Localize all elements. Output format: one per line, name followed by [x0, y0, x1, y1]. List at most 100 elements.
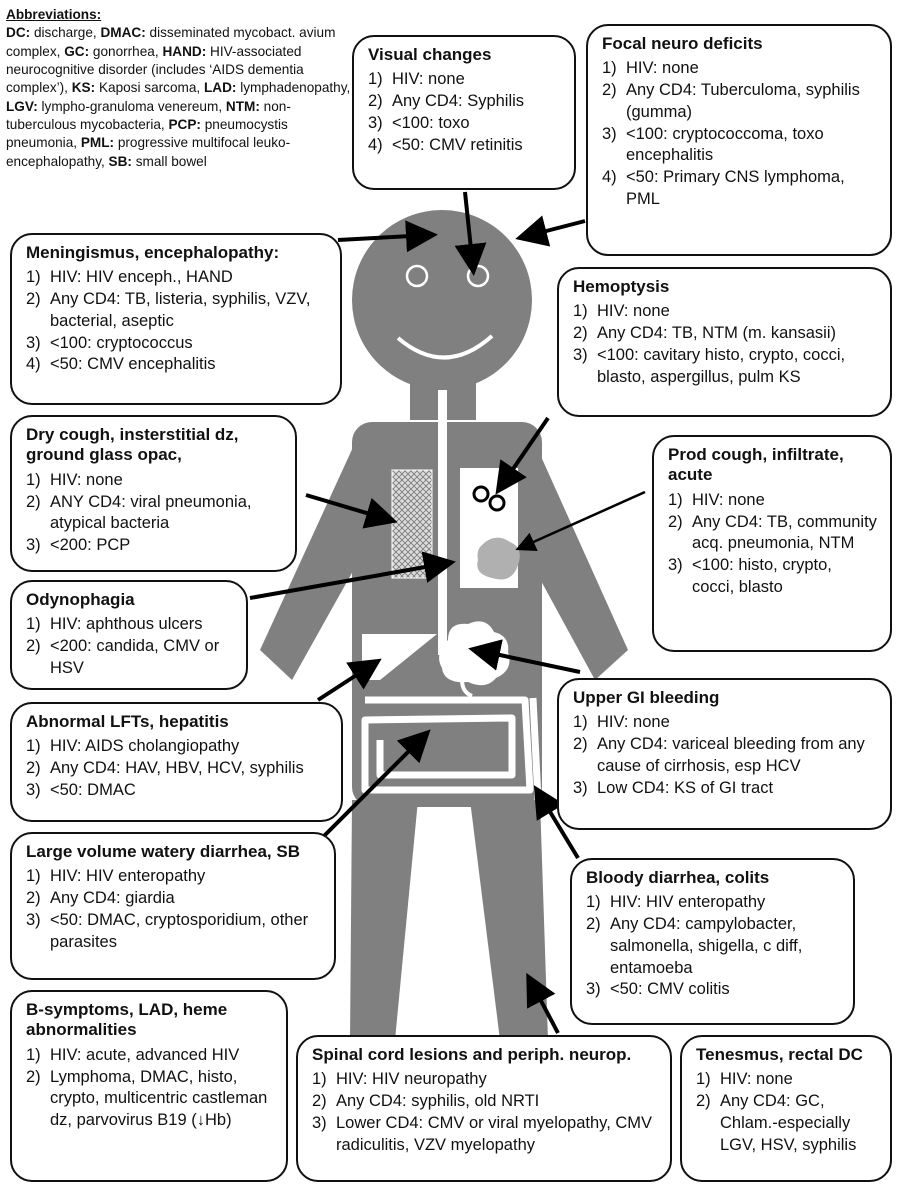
box-title: Prod cough, infiltrate, acute — [668, 445, 844, 485]
box-item: 4)<50: CMV retinitis — [368, 135, 523, 154]
abbr-def: discharge, — [33, 25, 97, 41]
box-upper-gi: Upper GI bleeding 1)HIV: none 2)Any CD4:… — [557, 678, 892, 830]
box-title: Abnormal LFTs, hepatitis — [26, 712, 229, 731]
abbr-def: Kaposi sarcoma, — [98, 80, 201, 96]
arrow-upper-gi — [468, 639, 581, 674]
abbreviations-text: DC: discharge, DMAC: disseminated mycoba… — [6, 24, 358, 171]
left-leg — [350, 800, 418, 1040]
box-item: 2)ANY CD4: viral pneumonia, atypical bac… — [26, 492, 252, 533]
cavity-1 — [472, 485, 490, 503]
box-bloody-diarrhea: Bloody diarrhea, colits 1)HIV: HIV enter… — [570, 858, 855, 1025]
box-item: 1)HIV: HIV enceph., HAND — [26, 268, 233, 287]
abbr-def: small bowel — [135, 153, 207, 169]
box-tenesmus: Tenesmus, rectal DC 1)HIV: none 2)Any CD… — [680, 1035, 892, 1182]
arrow-visual — [454, 191, 487, 276]
arrow-spinal-cord — [526, 972, 560, 1034]
box-item: 3)<100: cryptococcoma, toxo encephalitis — [602, 124, 824, 165]
box-item: 2)Any CD4: syphilis, old NRTI — [312, 1092, 540, 1111]
box-item: 4)<50: Primary CNS lymphoma, PML — [602, 168, 845, 208]
box-item: 3)<100: cryptococcus — [26, 333, 193, 352]
box-title: Large volume watery diarrhea, SB — [26, 842, 300, 861]
abbr-term: DC: — [6, 25, 31, 41]
abbr-def: gonorrhea, — [92, 43, 159, 59]
box-meningismus: Meningismus, encephalopathy: 1)HIV: HIV … — [10, 233, 342, 405]
box-item: 1)HIV: HIV neuropathy — [312, 1070, 487, 1089]
box-item: 2)Any CD4: TB, NTM (m. kansasii) — [573, 324, 836, 343]
box-item: 1)HIV: aphthous ulcers — [26, 615, 203, 634]
box-item: 1)HIV: none — [573, 302, 670, 321]
box-item: 2)Lymphoma, DMAC, histo, crypto, multice… — [26, 1067, 268, 1130]
box-item: 2)<200: candida, CMV or HSV — [26, 637, 220, 677]
arrow-watery-diarrhea — [320, 729, 431, 840]
abbr-def: non-tuberculous mycobacteria, — [6, 98, 291, 133]
left-eye — [405, 264, 429, 288]
box-item: 4)<50: CMV encephalitis — [26, 355, 216, 374]
box-item: 1)HIV: AIDS cholangiopathy — [26, 737, 240, 756]
left-lung-ground-glass — [391, 469, 433, 579]
abbr-term: NTM: — [225, 98, 260, 114]
box-item: 3)Low CD4: KS of GI tract — [573, 778, 774, 797]
box-title: Tenesmus, rectal DC — [696, 1045, 863, 1064]
arrow-meningismus — [337, 220, 438, 253]
box-watery-diarrhea: Large volume watery diarrhea, SB 1)HIV: … — [10, 832, 336, 980]
box-title: Bloody diarrhea, colits — [586, 868, 770, 887]
box-abnormal-lfts: Abnormal LFTs, hepatitis 1)HIV: AIDS cho… — [10, 702, 343, 822]
box-visual-changes: Visual changes 1)HIV: none 2)Any CD4: Sy… — [352, 35, 576, 190]
abbr-term: GC: — [64, 43, 90, 59]
small-bowel — [361, 696, 534, 794]
box-item: 2)Any CD4: campylobacter, salmonella, sh… — [586, 915, 803, 977]
infiltrate — [477, 537, 520, 580]
abbreviations-heading: Abbreviations: — [6, 7, 102, 22]
abbr-def: lympho-granuloma venereum, — [41, 98, 223, 114]
box-item: 1)HIV: none — [602, 59, 699, 78]
box-item: 1)HIV: none — [573, 713, 670, 732]
box-dry-cough: Dry cough, insterstitial dz, ground glas… — [10, 415, 297, 572]
box-item: 3)<200: PCP — [26, 536, 131, 555]
abbr-term: DMAC: — [100, 25, 146, 41]
box-item: 1)HIV: HIV enteropathy — [26, 867, 206, 886]
abbr-def: lymphadenopathy, — [240, 80, 351, 96]
box-title: Dry cough, insterstitial dz, ground glas… — [26, 425, 239, 465]
box-item: 2)Any CD4: giardia — [26, 889, 175, 908]
box-title: Focal neuro deficits — [602, 34, 763, 53]
box-item: 3)<50: CMV colitis — [586, 980, 730, 999]
box-item: 2)Any CD4: variceal bleeding from any ca… — [573, 735, 865, 775]
abbr-def: progressive multifocal leuko-encephalopa… — [6, 135, 291, 169]
arrow-bloody-diarrhea — [533, 785, 580, 860]
box-b-symptoms: B-symptoms, LAD, heme abnormalities 1)HI… — [10, 990, 288, 1182]
box-item: 3)<100: cavitary histo, crypto, cocci, b… — [573, 345, 846, 386]
abbr-term: LGV: — [6, 98, 38, 114]
box-title: Spinal cord lesions and periph. neurop. — [312, 1045, 632, 1064]
box-item: 3)<100: histo, crypto, cocci, blasto — [668, 556, 832, 596]
abbr-def: disseminated mycobact. avium complex, — [6, 25, 336, 59]
box-prod-cough: Prod cough, infiltrate, acute 1)HIV: non… — [652, 435, 892, 652]
arrow-prod-cough — [515, 490, 646, 551]
box-item: 2)Any CD4: GC, Chlam.-especially LGV, HS… — [696, 1092, 857, 1154]
arrow-lfts — [316, 658, 382, 702]
abbr-term: KS: — [71, 80, 96, 96]
box-item: 3)Lower CD4: CMV or viral myelopathy, CM… — [312, 1113, 653, 1154]
box-focal-neuro: Focal neuro deficits 1)HIV: none 2)Any C… — [586, 24, 892, 256]
box-item: 2)Any CD4: TB, listeria, syphilis, VZV, … — [26, 290, 311, 330]
box-item: 1)HIV: none — [668, 490, 765, 509]
abbr-term: LAD: — [203, 80, 237, 96]
head — [352, 210, 532, 390]
cavity-2 — [488, 494, 506, 512]
box-item: 2)Any CD4: HAV, HBV, HCV, syphilis — [26, 759, 304, 778]
abbr-term: SB: — [108, 153, 132, 169]
box-odynophagia: Odynophagia 1)HIV: aphthous ulcers 2)<20… — [10, 580, 248, 690]
smile — [396, 334, 494, 360]
abbr-term: PML: — [80, 135, 115, 151]
abbreviations-legend: Abbreviations: DC: discharge, DMAC: diss… — [6, 6, 358, 171]
box-item: 2)Any CD4: Tuberculoma, syphilis (gumma) — [602, 81, 860, 121]
abbr-term: HAND: — [162, 43, 207, 59]
arrow-dry-cough — [305, 493, 398, 529]
box-item: 2)Any CD4: TB, community acq. pneumonia,… — [668, 512, 877, 553]
box-spinal-cord: Spinal cord lesions and periph. neurop. … — [296, 1035, 672, 1182]
right-leg — [470, 800, 548, 1040]
box-item: 3)<50: DMAC — [26, 780, 136, 799]
arrow-focal-neuro — [515, 215, 586, 247]
colon-descending — [529, 697, 542, 801]
box-item: 1)HIV: acute, advanced HIV — [26, 1045, 240, 1064]
abbr-def: pneumocystis pneumonia, — [6, 117, 288, 151]
